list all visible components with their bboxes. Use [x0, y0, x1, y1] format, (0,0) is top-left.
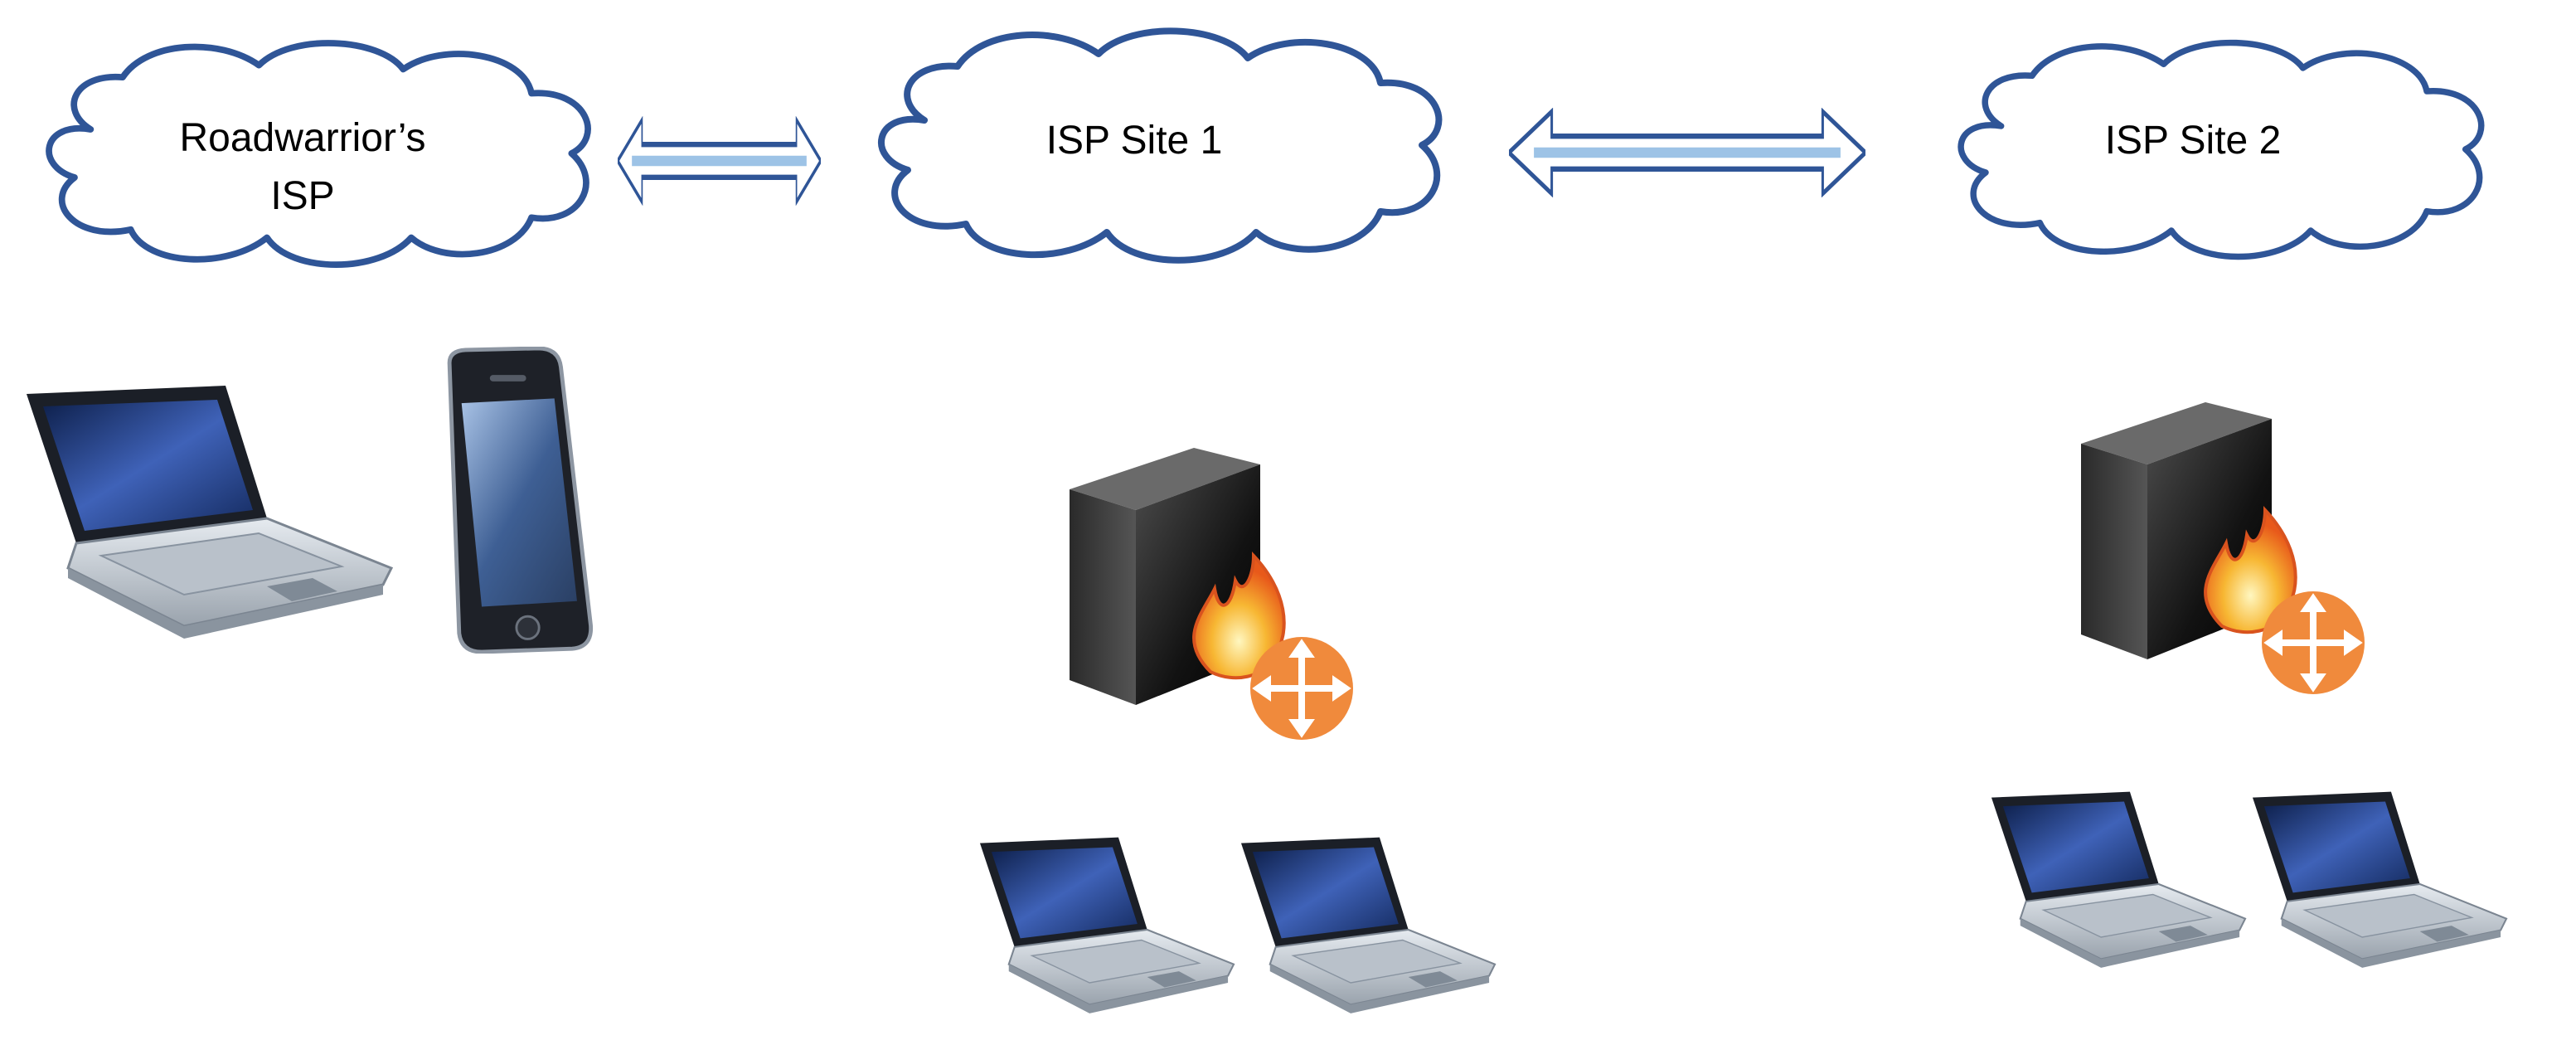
roadwarrior-smartphone-icon	[449, 348, 591, 652]
arrow-roadwarrior-to-site1	[618, 120, 821, 202]
cloud-isp-site-2: ISP Site 2	[1961, 43, 2481, 257]
roadwarrior-laptop-icon	[25, 384, 393, 640]
cloud-label-isp-site-1: ISP Site 1	[1046, 119, 1223, 163]
site1-laptop-icon	[1239, 836, 1497, 1014]
site2-firewall-router-icon	[2081, 402, 2365, 694]
site1-firewall-router-icon	[1070, 448, 1353, 740]
cloud-label-roadwarrior-line1: Roadwarrior’s	[180, 116, 426, 160]
site2-laptop-icon	[2251, 790, 2508, 969]
cloud-isp-site-1: ISP Site 1	[881, 31, 1438, 260]
arrow-site1-to-site2	[1509, 112, 1865, 194]
cloud-roadwarrior-isp: Roadwarrior’s ISP	[49, 43, 588, 265]
site2-laptop-icon	[1990, 790, 2247, 969]
site1-laptop-icon	[978, 836, 1235, 1014]
cloud-label-isp-site-2: ISP Site 2	[2105, 119, 2282, 163]
cloud-label-roadwarrior-line2: ISP	[270, 174, 334, 218]
